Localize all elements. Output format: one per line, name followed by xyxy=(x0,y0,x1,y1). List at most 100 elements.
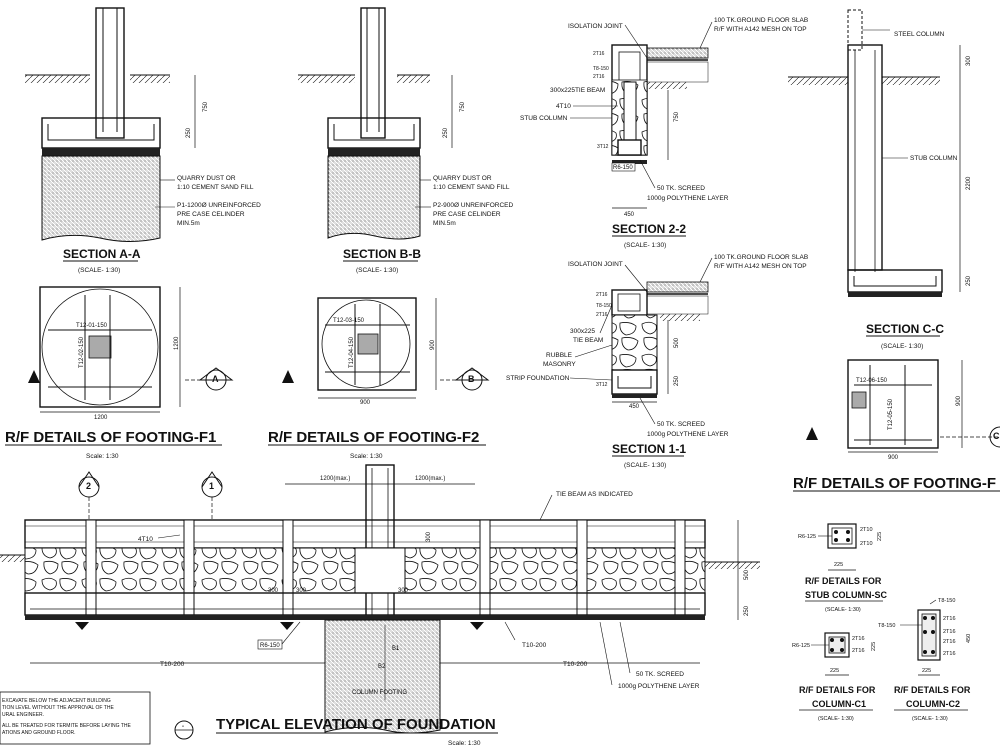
c2-t8-150-a: T8-150 xyxy=(938,598,955,604)
label-quarry-2b: 1:10 CEMENT SAND FILL xyxy=(433,184,510,191)
label-quarry-1a: QUARRY DUST OR xyxy=(177,175,236,182)
column-c2-detail: T8-150 T8-150 2T16 2T16 2T16 2T16 450 22… xyxy=(878,598,972,722)
dim-e-b1: B1 xyxy=(392,646,400,652)
c2-title-1: R/F DETAILS FOR xyxy=(894,685,971,695)
footing-f3-plan: T12-06-150 T12-05-150 900 900 C R/F DETA… xyxy=(793,359,1000,492)
label-p2-c: MIN.5m xyxy=(433,220,456,227)
section-11-scale: (SCALE- 1:30) xyxy=(624,462,666,469)
dim-e-1200-a: 1200(max.) xyxy=(320,476,350,482)
rebar-f1-y: T12-02-150 xyxy=(79,336,85,368)
label-screed-1: 50 TK. SCREED xyxy=(657,185,705,192)
dim-e-300-d: 300 xyxy=(398,588,409,594)
section-cc-title: SECTION C-C xyxy=(866,322,944,336)
rebar-t8-150-b: T8-150 xyxy=(596,303,612,309)
dim-bb-750: 750 xyxy=(460,101,466,112)
section-bb-title: SECTION B-B xyxy=(343,247,421,261)
section-cc: STEEL COLUMN STUB COLUMN 300 2200 250 SE… xyxy=(788,9,972,350)
dim-e-250: 250 xyxy=(744,605,750,616)
elevation-scale: Scale: 1:30 xyxy=(448,740,481,747)
label-4t10: 4T10 xyxy=(556,103,571,110)
section-11-title: SECTION 1-1 xyxy=(612,442,686,456)
dim-f3-w: 900 xyxy=(888,455,899,461)
rebar-3t12-b: 3T12 xyxy=(596,382,608,388)
section-marker-2: 2 xyxy=(78,471,100,520)
label-t10-200-a: T10-200 xyxy=(160,661,185,668)
c1-scale: (SCALE- 1:30) xyxy=(818,716,854,722)
dim-cc-250: 250 xyxy=(966,275,972,286)
c1-title-1: R/F DETAILS FOR xyxy=(799,685,876,695)
column-c1-detail: R6-125 2T16 2T16 225 225 R/F DETAILS FOR… xyxy=(792,632,877,722)
c1-225-a: 225 xyxy=(830,668,839,674)
section-aa-title: SECTION A-A xyxy=(63,247,141,261)
dim-f3-h: 900 xyxy=(956,395,962,406)
title-marker-dash: - xyxy=(182,724,184,730)
dim-s11-500: 500 xyxy=(674,337,680,348)
rebar-f3-x: T12-06-150 xyxy=(856,378,888,384)
footing-f1-title: R/F DETAILS OF FOOTING-F1 xyxy=(5,429,216,446)
footing-f3-title: R/F DETAILS OF FOOTING-F xyxy=(793,475,996,492)
dim-bb-250: 250 xyxy=(443,127,449,138)
dim-e-300-b: 300 xyxy=(296,588,307,594)
label-tie-2a: 300x225 xyxy=(570,328,595,335)
c2-2t16-d: 2T16 xyxy=(943,651,956,657)
rebar-r6-150-a: R6-150 xyxy=(613,165,633,171)
label-tie-beam-indicated: TIE BEAM AS INDICATED xyxy=(556,491,633,498)
label-p1-a: P1-1200Ø UNREINFORCED xyxy=(177,202,261,209)
c2-title-2: COLUMN-C2 xyxy=(906,699,960,709)
footing-f2-title: R/F DETAILS OF FOOTING-F2 xyxy=(268,429,479,446)
label-poly-2: 1000g POLYTHENE LAYER xyxy=(647,431,729,438)
c1-2t16-a: 2T16 xyxy=(852,636,865,642)
rebar-f2-y: T12-04-150 xyxy=(349,336,355,368)
marker-b: B xyxy=(468,374,475,384)
c2-t8-150-b: T8-150 xyxy=(878,623,895,629)
label-poly-1: 1000g POLYTHENE LAYER xyxy=(647,195,729,202)
label-slab-2b: R/F WITH A142 MESH ON TOP xyxy=(714,263,807,270)
c1-title-2: COLUMN-C1 xyxy=(812,699,866,709)
section-22-scale: (SCALE- 1:30) xyxy=(624,242,666,249)
label-stub-column: STUB COLUMN xyxy=(520,115,568,122)
label-column-footing: COLUMN FOOTING xyxy=(352,690,407,696)
label-rubble-a: RUBBLE xyxy=(546,352,573,359)
c2-225: 225 xyxy=(922,668,931,674)
section-22-title: SECTION 2-2 xyxy=(612,222,686,236)
dim-s22-750: 750 xyxy=(674,111,680,122)
sc-2t10-a: 2T10 xyxy=(860,527,873,533)
stub-column-detail: R6-125 2T10 2T10 225 225 R/F DETAILS FOR… xyxy=(798,523,887,613)
c2-2t16-b: 2T16 xyxy=(943,629,956,635)
c2-scale: (SCALE- 1:30) xyxy=(912,716,948,722)
dim-s22-450: 450 xyxy=(624,212,635,218)
c2-2t16-a: 2T16 xyxy=(943,616,956,622)
label-p2-b: PRE CASE CELINDER xyxy=(433,211,501,218)
rebar-3t12-a: 3T12 xyxy=(597,144,609,150)
label-p2-a: P2-900Ø UNREINFORCED xyxy=(433,202,513,209)
rebar-f3-y: T12-05-150 xyxy=(888,398,894,430)
footing-f2-plan: T12-03-150 T12-04-150 900 900 B R/F DETA… xyxy=(268,297,490,460)
dim-aa-750: 750 xyxy=(203,101,209,112)
section-bb-scale: (SCALE- 1:30) xyxy=(356,267,398,274)
elevation-title: TYPICAL ELEVATION OF FOUNDATION xyxy=(216,716,496,733)
note-line-3: URAL ENGINEER. xyxy=(2,712,44,718)
c2-2t16-c: 2T16 xyxy=(943,639,956,645)
note-line-4: ALL BE TREATED FOR TERMITE BEFORE LAYING… xyxy=(2,723,131,729)
dim-e-300: 300 xyxy=(426,531,432,542)
label-isolation-1: ISOLATION JOINT xyxy=(568,23,623,30)
c1-r6-125: R6-125 xyxy=(792,643,810,649)
label-stub-col: STUB COLUMN xyxy=(910,155,958,162)
rebar-f2-x: T12-03-150 xyxy=(333,318,365,324)
label-strip: STRIP FOUNDATION xyxy=(506,375,570,382)
rebar-2t16-b: 2T16 xyxy=(593,74,605,80)
sc-225-b: 225 xyxy=(877,532,883,541)
dim-e-1200-b: 1200(max.) xyxy=(415,476,445,482)
rebar-t8-150-a: T8-150 xyxy=(593,66,609,72)
label-slab-2a: 100 TK.GROUND FLOOR SLAB xyxy=(714,254,808,261)
dim-e-b2: B2 xyxy=(378,664,386,670)
rebar-f1-x: T12-01-150 xyxy=(76,323,108,329)
dim-cc-2200: 2200 xyxy=(966,176,972,190)
section-marker-1: 1 xyxy=(201,471,223,520)
sc-scale: (SCALE- 1:30) xyxy=(825,607,861,613)
section-1-1: 450 500 250 2T16 T8-150 2T16 3T12 ISOLAT… xyxy=(506,254,808,469)
section-2-2: 450 750 2T16 T8-150 2T16 3T12 R6-150 ISO… xyxy=(520,17,808,249)
section-bb: 750 250 QUARRY DUST OR 1:10 CEMENT SAND … xyxy=(298,7,513,274)
label-t10-200-c: T10-200 xyxy=(563,661,588,668)
